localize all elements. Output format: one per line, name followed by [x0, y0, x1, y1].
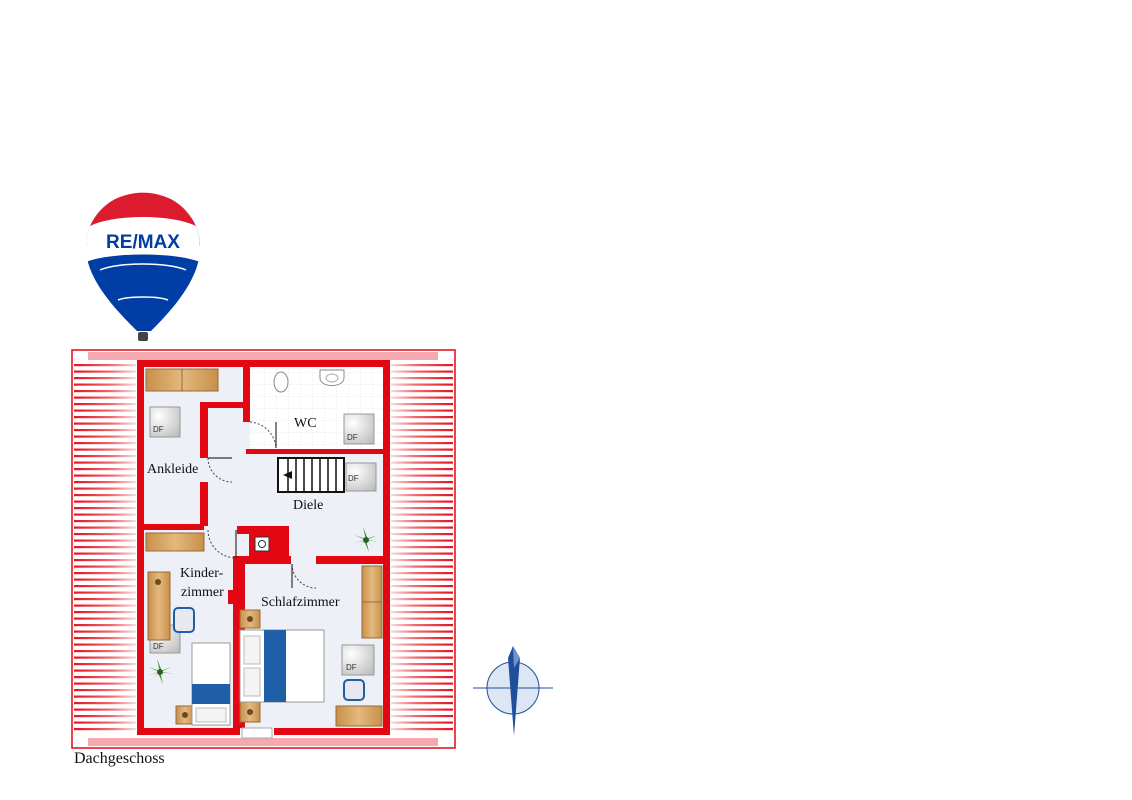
schlafzimmer-bed — [239, 629, 325, 703]
toilet-icon — [273, 371, 289, 393]
plant-icon — [353, 527, 379, 552]
floor-caption: Dachgeschoss — [74, 750, 165, 767]
chair-icon — [173, 607, 365, 701]
plant-icon — [147, 659, 173, 684]
room-label-ankleide: Ankleide — [147, 462, 199, 477]
stair-arrow-icon — [283, 471, 292, 479]
logo-text: RE/MAX — [106, 232, 180, 253]
skylight-label: DF — [153, 425, 164, 434]
skylight-label: DF — [348, 474, 359, 483]
room-label-kinderzimmer-2: zimmer — [181, 585, 224, 600]
entry-step — [241, 727, 273, 739]
room-label-kinderzimmer-1: Kinder- — [180, 566, 224, 581]
sink-icon — [319, 369, 345, 386]
room-label-schlafzimmer: Schlafzimmer — [261, 595, 340, 610]
kinderzimmer-bed — [191, 642, 231, 726]
chimney-icon — [254, 536, 270, 552]
remax-balloon-logo: RE/MAX — [86, 191, 200, 341]
room-label-diele: Diele — [293, 498, 324, 513]
compass-icon — [473, 646, 553, 736]
room-label-wc: WC — [294, 416, 317, 431]
outer-walls — [137, 360, 390, 735]
skylight-label: DF — [346, 663, 357, 672]
skylight-label: DF — [347, 433, 358, 442]
roof-slope-right — [391, 364, 453, 731]
lamp-dots — [155, 579, 253, 718]
door-leaves — [208, 422, 293, 588]
wardrobes — [145, 368, 383, 727]
door-swings — [207, 421, 317, 589]
roof-slope-left — [74, 364, 136, 731]
floor-plan — [71, 349, 456, 749]
skylight-label: DF — [153, 642, 164, 651]
